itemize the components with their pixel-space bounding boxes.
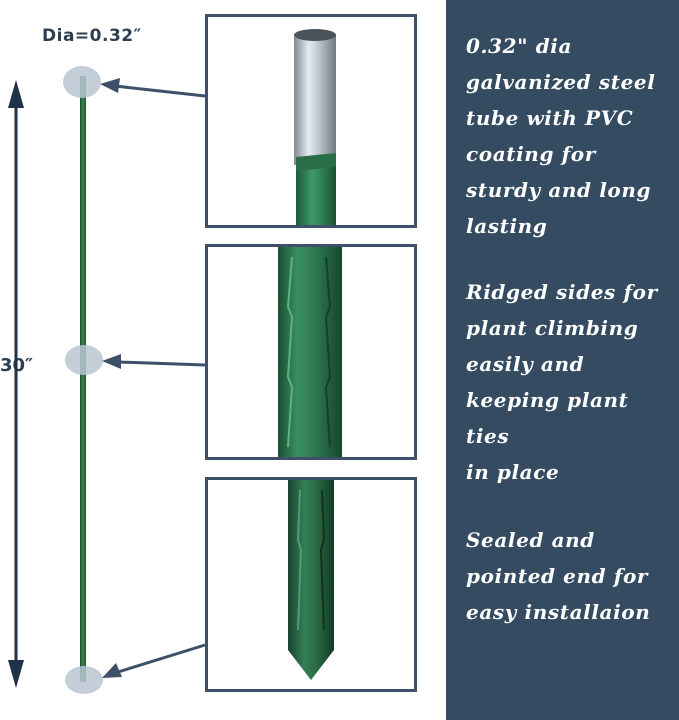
length-arrow [8, 80, 24, 688]
top-marker [63, 66, 101, 98]
stake-diagram [8, 66, 206, 694]
bottom-pointer-arrow [102, 643, 206, 678]
feature-ridges-text: Ridged sides for plant climbing easily a… [466, 280, 658, 484]
feature-pointed-end-text: Sealed and pointed end for easy installa… [466, 528, 651, 624]
feature-coating-text: 0.32" dia galvanized steel tube with PVC… [466, 34, 656, 238]
tube-top-closeup [205, 14, 417, 228]
pointed-end-closeup [205, 477, 417, 692]
diameter-label: Dia=0.32″ [42, 26, 142, 46]
bottom-marker [65, 666, 103, 694]
middle-marker [65, 345, 103, 375]
middle-pointer-arrow [102, 354, 206, 369]
feature-panel: 0.32" dia galvanized steel tube with PVC… [446, 0, 679, 720]
top-pointer-arrow [100, 78, 206, 98]
stake-rod [80, 76, 86, 682]
ridged-middle-closeup [205, 244, 417, 460]
